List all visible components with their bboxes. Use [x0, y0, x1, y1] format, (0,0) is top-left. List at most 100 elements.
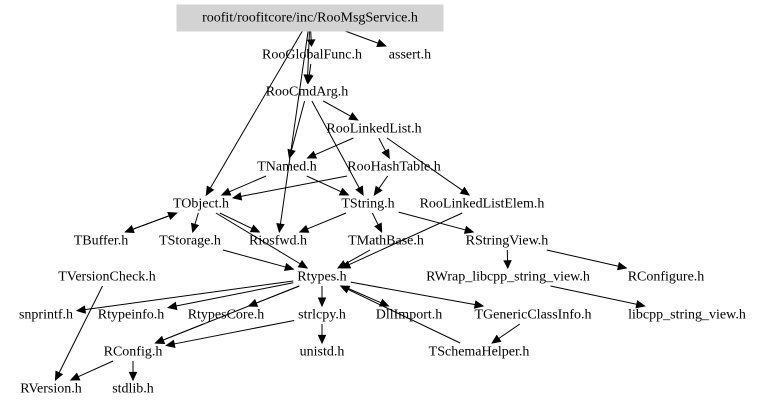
node-label-rtypescore: RtypesCore.h	[188, 308, 265, 323]
node-label-tnamed: TNamed.h	[257, 160, 316, 175]
node-tschemahelper[interactable]: TSchemaHelper.h	[429, 345, 530, 360]
node-label-root: roofit/roofitcore/inc/RooMsgService.h	[202, 11, 418, 26]
node-label-tgenericclassinfo: TGenericClassInfo.h	[474, 308, 591, 323]
node-assert[interactable]: assert.h	[389, 48, 431, 63]
node-tversioncheck[interactable]: TVersionCheck.h	[58, 270, 156, 285]
node-rconfig[interactable]: RConfig.h	[104, 345, 163, 360]
arrowhead-root-to-riosfwd	[276, 222, 285, 234]
node-tnamed[interactable]: TNamed.h	[257, 160, 316, 175]
node-rwrap[interactable]: RWrap_libcpp_string_view.h	[426, 270, 590, 285]
arrowhead-tobject-to-tstorage	[190, 222, 200, 234]
edge-strlcpy-to-rconfig	[174, 319, 295, 345]
node-label-riosfwd: Riosfwd.h	[249, 234, 307, 249]
arrowhead-roocmdarg-to-roolinkedlist	[348, 112, 359, 121]
arrowhead-rtypes-to-rtypeinfo	[167, 301, 178, 311]
node-tmathbase[interactable]: TMathBase.h	[348, 234, 424, 249]
node-rconfigure[interactable]: RConfigure.h	[628, 270, 705, 285]
arrowhead-roolinkedlist-to-tnamed	[306, 150, 318, 159]
node-snprintf[interactable]: snprintf.h	[19, 308, 73, 323]
node-label-rtypeinfo: Rtypeinfo.h	[98, 308, 165, 323]
node-dllimport[interactable]: DllImport.h	[376, 308, 443, 323]
node-tstring[interactable]: TString.h	[341, 197, 394, 212]
edge-roocmdarg-to-tnamed	[290, 100, 306, 151]
node-roocmdarg[interactable]: RooCmdArg.h	[266, 85, 349, 100]
edge-roohashtable-to-tobject	[240, 175, 348, 197]
edge-roolinkedlist-to-roolinkedlistelem	[386, 137, 463, 191]
arrowhead-rconfig-to-rversion	[69, 372, 81, 381]
node-tgenericclassinfo[interactable]: TGenericClassInfo.h	[474, 308, 591, 323]
arrowhead-tstring-to-rstringview	[463, 225, 475, 234]
node-label-assert: assert.h	[389, 48, 431, 63]
arrowhead-roolinkedlist-to-roohashtable	[381, 148, 390, 160]
node-stdlib[interactable]: stdlib.h	[112, 382, 154, 397]
arrowhead-roohashtable-to-tstring	[373, 185, 383, 197]
arrowhead-tmathbase-to-rtypes	[336, 260, 348, 269]
node-tobject[interactable]: TObject.h	[173, 197, 229, 212]
node-libcpp-sv[interactable]: libcpp_string_view.h	[628, 308, 746, 323]
edge-tstorage-to-rtypes	[222, 249, 286, 268]
edge-tbuffer-to-tobject	[125, 215, 170, 233]
arrowhead-tversioncheck-to-rversion	[54, 370, 64, 382]
node-strlcpy[interactable]: strlcpy.h	[298, 308, 346, 323]
node-label-rooglobalfunc: RooGlobalFunc.h	[262, 48, 362, 63]
node-rversion[interactable]: RVersion.h	[20, 382, 82, 397]
node-rtypescore[interactable]: RtypesCore.h	[188, 308, 265, 323]
edge-tobject-to-rtypes	[215, 212, 301, 265]
node-rstringview[interactable]: RStringView.h	[466, 234, 549, 249]
edge-roohashtable-to-tstring	[378, 175, 389, 189]
node-rooglobalfunc[interactable]: RooGlobalFunc.h	[262, 48, 362, 63]
node-tbuffer[interactable]: TBuffer.h	[74, 234, 129, 249]
arrowhead-rwrap-to-libcpp-sv	[635, 300, 646, 309]
arrowhead-rtypes-to-tgenericclassinfo	[473, 300, 485, 309]
edge-roolinkedlist-to-roohashtable	[378, 137, 386, 152]
edge-root-to-assert	[344, 30, 379, 44]
arrowhead-rconfig-to-stdlib	[128, 371, 138, 382]
arrowhead-tnamed-to-tstring	[338, 187, 350, 196]
node-label-rconfig: RConfig.h	[104, 345, 163, 360]
edge-rtypes-to-dllimport	[342, 285, 382, 304]
arrowhead-strlcpy-to-unistd	[317, 334, 327, 345]
node-riosfwd[interactable]: Riosfwd.h	[249, 234, 307, 249]
arrowhead-tgenericclassinfo-to-tschemahelper	[491, 334, 502, 344]
nodes-layer: roofit/roofitcore/inc/RooMsgService.hRoo…	[19, 4, 746, 397]
edge-root-to-roocmdarg	[307, 30, 310, 76]
edge-tmathbase-to-rtypes	[344, 249, 371, 265]
edge-rtypes-to-snprintf	[84, 280, 294, 311]
node-roolinkedlistelem[interactable]: RooLinkedListElem.h	[420, 197, 545, 212]
arrowhead-tobject-to-riosfwd	[249, 224, 261, 233]
node-rtypes[interactable]: Rtypes.h	[297, 270, 346, 285]
edge-root-to-tobject	[209, 30, 303, 189]
edge-tschemahelper-to-rtypes	[347, 288, 461, 344]
node-label-tversioncheck: TVersionCheck.h	[58, 270, 156, 285]
arrowhead-roocmdarg-to-tstring	[355, 185, 364, 197]
arrowhead-roocmdarg-to-tnamed	[287, 148, 296, 160]
edge-tversioncheck-to-rversion	[58, 285, 103, 374]
arrowhead-tschemahelper-to-rtypes	[339, 285, 351, 294]
node-roolinkedlist[interactable]: RooLinkedList.h	[326, 122, 421, 137]
arrowhead-tnamed-to-tobject	[220, 187, 232, 196]
node-label-rstringview: RStringView.h	[466, 234, 549, 249]
node-label-stdlib: stdlib.h	[112, 382, 154, 397]
edge-tnamed-to-tobject	[229, 175, 267, 193]
edge-roocmdarg-to-roolinkedlist	[323, 100, 351, 117]
node-label-rtypes: Rtypes.h	[297, 270, 346, 285]
arrowhead-tstring-to-tmathbase	[374, 222, 383, 234]
node-label-roocmdarg: RooCmdArg.h	[266, 85, 349, 100]
edge-tstring-to-tmathbase	[371, 212, 379, 226]
node-root[interactable]: roofit/roofitcore/inc/RooMsgService.h	[176, 4, 444, 32]
node-label-tstring: TString.h	[341, 197, 394, 212]
edge-roolinkedlist-to-tnamed	[314, 137, 354, 156]
node-unistd[interactable]: unistd.h	[300, 345, 345, 360]
arrowhead-roolinkedlist-to-roolinkedlistelem	[459, 186, 471, 196]
node-label-roolinkedlistelem: RooLinkedListElem.h	[420, 197, 545, 212]
node-label-tbuffer: TBuffer.h	[74, 234, 129, 249]
node-roohashtable[interactable]: RooHashTable.h	[347, 160, 441, 175]
edge-tnamed-to-tstring	[306, 175, 342, 193]
arrowhead-strlcpy-to-rconfig	[165, 339, 176, 349]
node-rtypeinfo[interactable]: Rtypeinfo.h	[98, 308, 165, 323]
node-tstorage[interactable]: TStorage.h	[159, 234, 221, 249]
node-label-tmathbase: TMathBase.h	[348, 234, 424, 249]
node-label-roolinkedlist: RooLinkedList.h	[326, 122, 421, 137]
node-label-rversion: RVersion.h	[20, 382, 82, 397]
arrowhead-tstorage-to-rtypes	[283, 262, 295, 272]
